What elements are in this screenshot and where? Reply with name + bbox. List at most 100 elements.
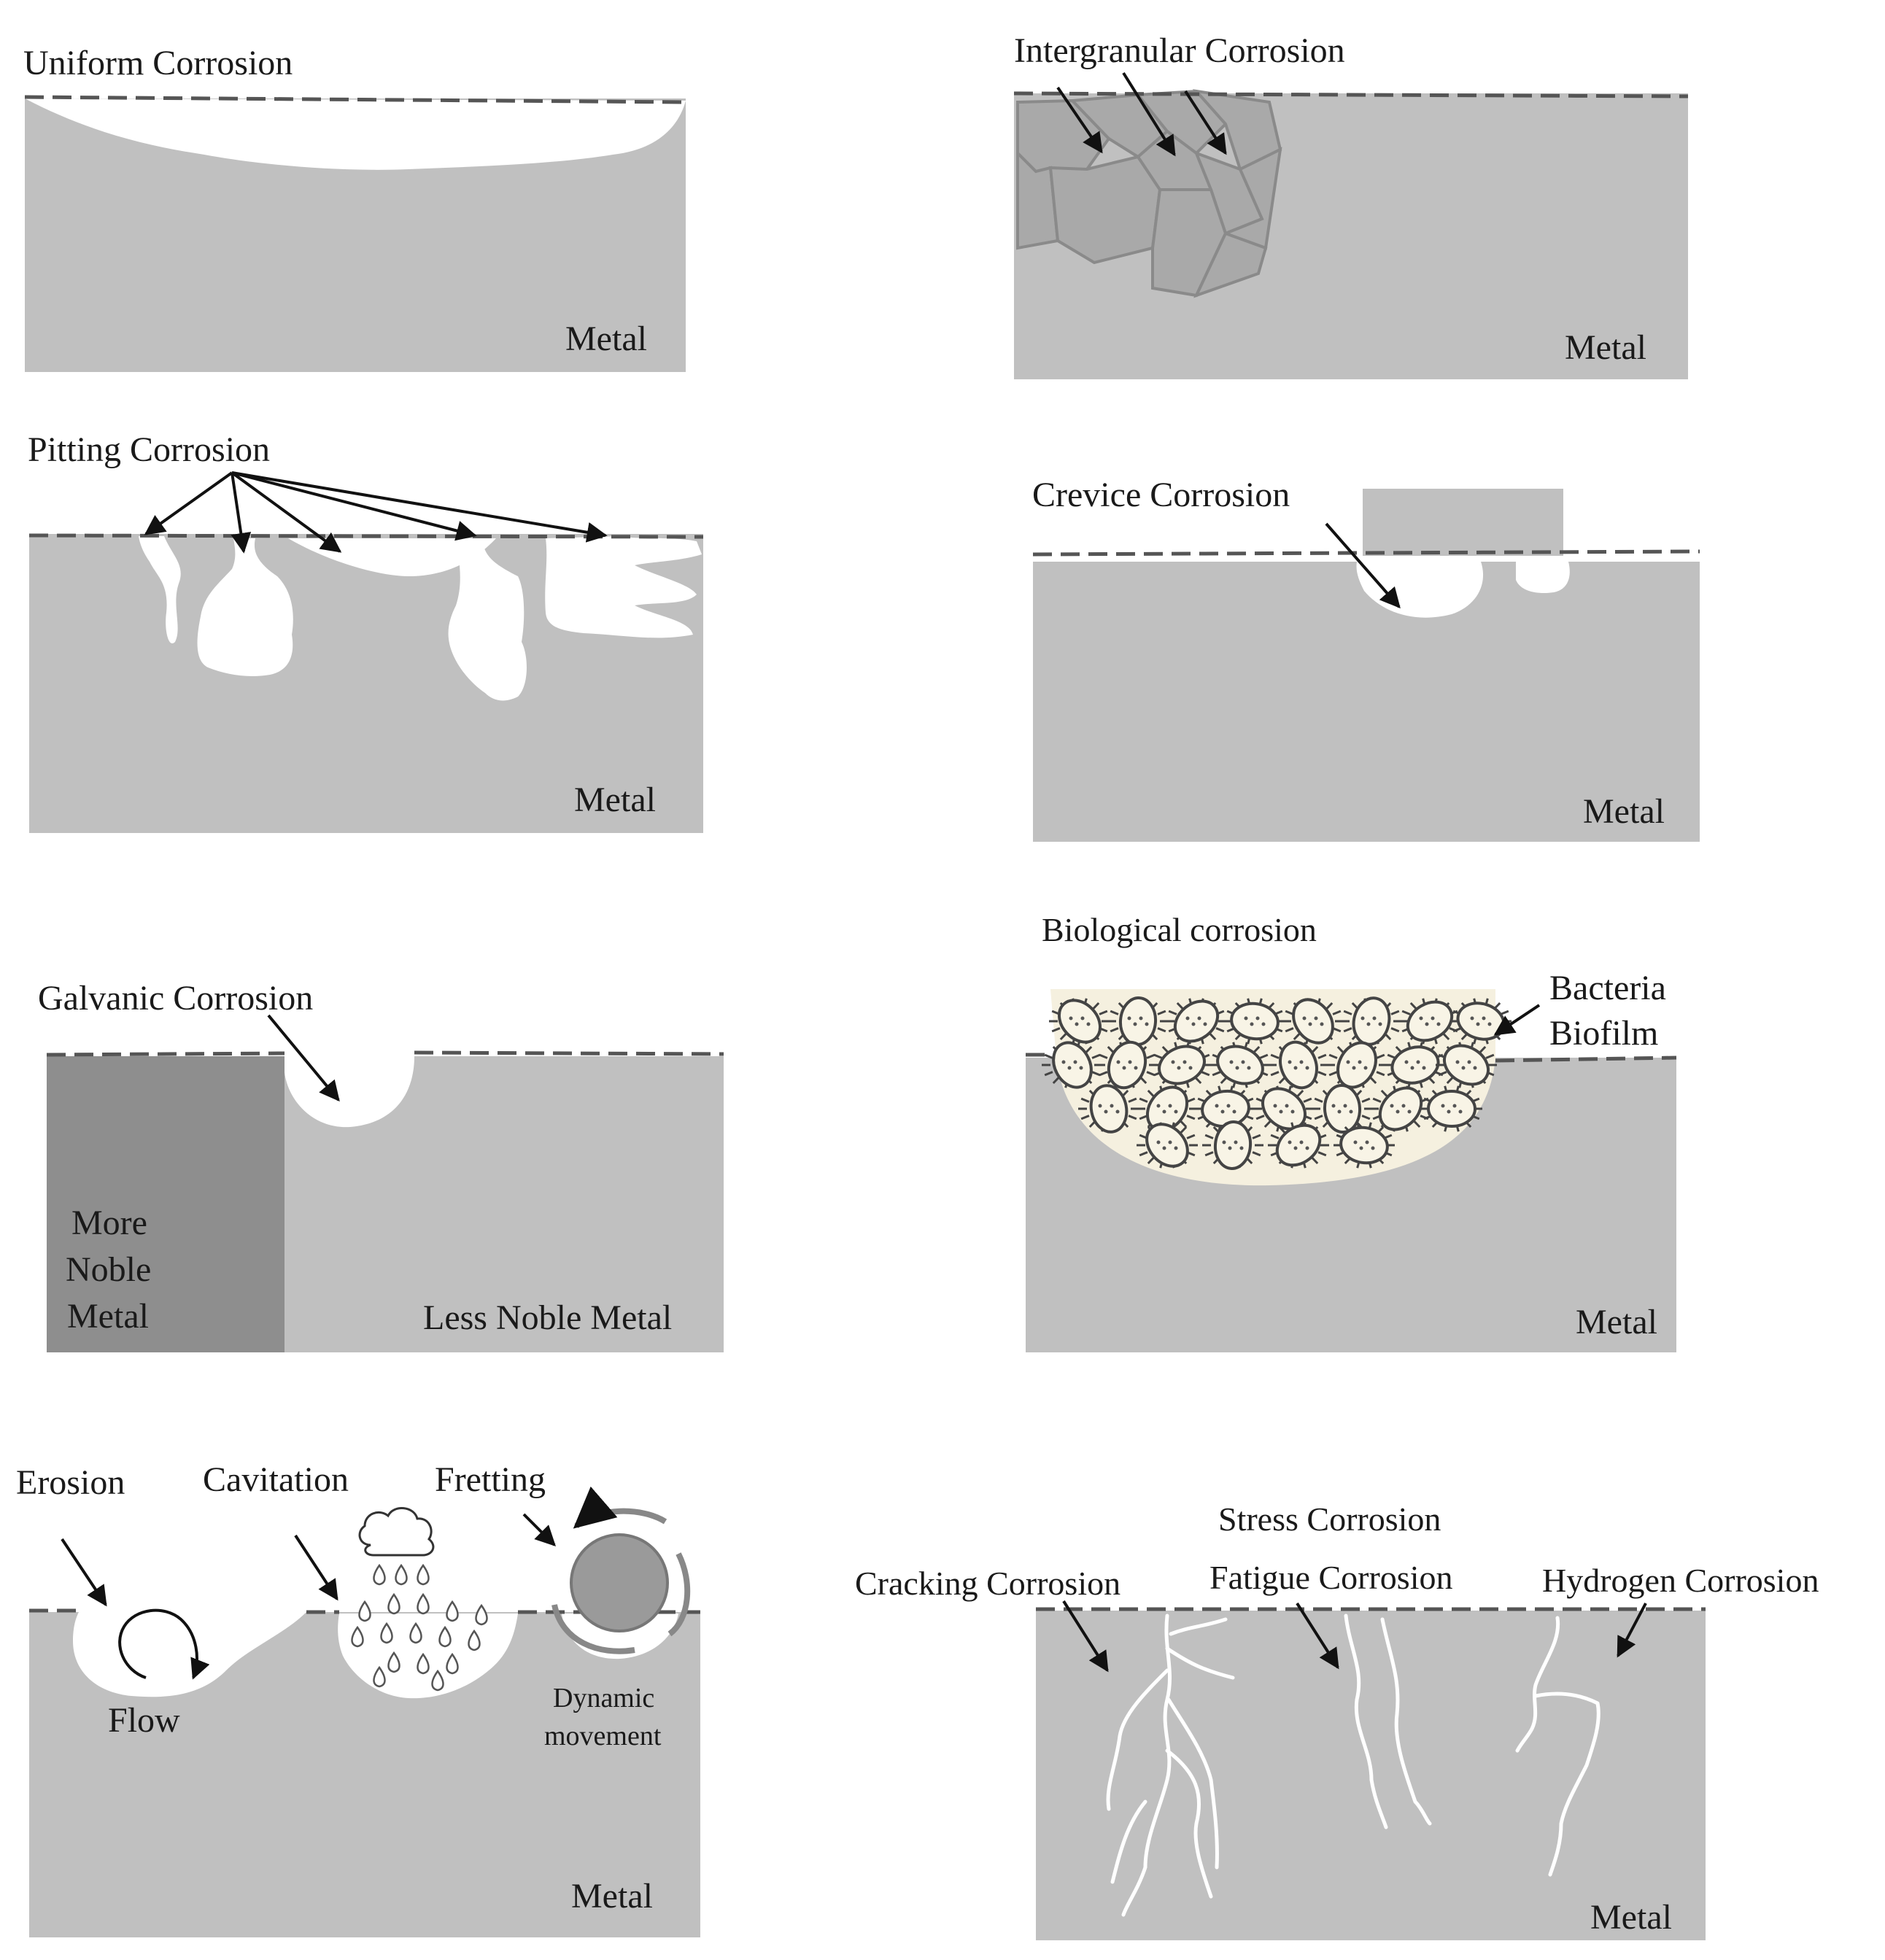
flow-arrow-icon	[118, 1608, 210, 1680]
galvanic-title: Galvanic Corrosion	[38, 979, 313, 1018]
bacterium-14	[1385, 1042, 1446, 1088]
uniform-corroded-layer	[25, 98, 686, 170]
bacterium-23	[1137, 1122, 1198, 1169]
bacterium-10	[1151, 1042, 1212, 1088]
hydrogen-arrow	[1617, 1603, 1647, 1658]
drop-icon-5	[417, 1592, 430, 1615]
fretting-ball	[570, 1533, 669, 1632]
rotation-arrow-top-icon	[573, 1486, 667, 1529]
intergranular-title: Intergranular Corrosion	[1014, 31, 1345, 70]
more-noble-metal-block	[47, 1056, 285, 1352]
drop-icon-17	[431, 1669, 444, 1692]
drop-icon-10	[409, 1622, 422, 1644]
more-noble-line-2: Noble	[66, 1250, 151, 1289]
stress-cracks	[1106, 1614, 1235, 1917]
rotation-arrow-right-icon	[667, 1552, 691, 1637]
pitting-panel: Pitting Corrosion Metal	[28, 430, 704, 833]
biological-metal-label: Metal	[1576, 1303, 1657, 1341]
drop-icon-9	[380, 1622, 393, 1644]
biological-surface-right	[1495, 1055, 1677, 1063]
bacterium-15	[1436, 1042, 1497, 1088]
cracking-arrow	[1062, 1600, 1109, 1673]
bacterium-22	[1421, 1085, 1482, 1132]
crevice-title: Crevice Corrosion	[1032, 476, 1290, 514]
bacterium-24	[1202, 1120, 1263, 1170]
grain-cluster	[1016, 89, 1282, 298]
galvanic-arrow	[267, 1014, 340, 1102]
cloud-icon	[358, 1507, 435, 1557]
intergranular-arrow-2	[1122, 71, 1176, 157]
crevice-panel: Crevice Corrosion Metal	[1032, 476, 1700, 842]
flow-label: Flow	[108, 1701, 180, 1740]
bacterium-18	[1195, 1085, 1256, 1132]
drop-icon-7	[475, 1603, 488, 1626]
bacterium-0	[1049, 998, 1110, 1045]
galvanic-noble-surface	[46, 1051, 285, 1057]
drop-icon-13	[387, 1651, 400, 1673]
pitting-arrow-1	[144, 471, 233, 535]
bacteria-cluster	[1042, 996, 1512, 1170]
crevice-metal-block	[1033, 562, 1700, 842]
galvanic-less-noble-surface	[414, 1050, 724, 1056]
cracking-corrosion-label: Cracking Corrosion	[855, 1565, 1120, 1602]
erosion-cavity	[73, 1612, 306, 1697]
mechanical-panel: Erosion Cavitation Fretting Flow Dynamic…	[16, 1460, 700, 1937]
biofilm-label: Biofilm	[1549, 1014, 1658, 1053]
movement-label: movement	[544, 1721, 662, 1751]
cavitation-arrow	[294, 1534, 338, 1601]
bacterium-9	[1096, 1040, 1158, 1090]
drop-icon-1	[395, 1563, 408, 1586]
uniform-metal-label: Metal	[565, 319, 647, 358]
drop-icon-4	[387, 1592, 400, 1615]
drop-icon-16	[373, 1665, 386, 1688]
crevice-metal-label: Metal	[1583, 792, 1665, 831]
fatigue-corrosion-label: Fatigue Corrosion	[1209, 1559, 1452, 1596]
erosion-arrow	[61, 1538, 107, 1607]
crevice-original-surface	[1032, 549, 1700, 557]
mechanical-metal-label: Metal	[571, 1877, 653, 1916]
pitting-pits	[139, 536, 702, 701]
drop-icon-8	[351, 1625, 364, 1648]
bacterium-3	[1224, 998, 1285, 1045]
intergranular-metal-label: Metal	[1565, 328, 1646, 367]
crevice-small-cavity	[1516, 562, 1570, 594]
less-noble-label: Less Noble Metal	[423, 1298, 672, 1337]
crevice-overlay-block	[1363, 489, 1563, 556]
intergranular-original-surface	[1013, 91, 1689, 98]
hydrogen-corrosion-label: Hydrogen Corrosion	[1542, 1562, 1819, 1599]
galvanic-panel: Galvanic Corrosion More Noble Metal Less…	[38, 979, 724, 1352]
drop-icon-14	[417, 1652, 430, 1675]
bacteria-label: Bacteria	[1549, 969, 1666, 1007]
drop-icon-0	[373, 1563, 386, 1586]
hydrogen-cracks	[1515, 1616, 1600, 1877]
bacterium-25	[1268, 1122, 1329, 1169]
pitting-arrow-4	[231, 471, 477, 541]
bacterium-13	[1326, 1041, 1387, 1089]
more-noble-line-3: Metal	[67, 1297, 149, 1336]
dynamic-label: Dynamic	[553, 1683, 654, 1713]
cavitation-bubbles	[351, 1563, 488, 1692]
drop-icon-15	[446, 1652, 459, 1675]
biofilm-arrow	[1493, 1004, 1541, 1036]
fatigue-cracks	[1344, 1614, 1432, 1829]
uniform-panel: Uniform Corrosion Metal	[23, 44, 686, 372]
biological-panel: Biological corrosion Bacteria Biofilm Me…	[1026, 911, 1677, 1352]
intergranular-panel: Intergranular Corrosion Metal	[1013, 31, 1689, 379]
fatigue-arrow	[1296, 1602, 1339, 1670]
more-noble-line-1: More	[71, 1204, 147, 1242]
stress-corrosion-label: Stress Corrosion	[1218, 1500, 1441, 1538]
cracking-panel: Stress Corrosion Cracking Corrosion Fati…	[855, 1500, 1819, 1940]
bacterium-4	[1282, 998, 1344, 1045]
pitting-title: Pitting Corrosion	[28, 430, 270, 469]
pitting-arrow-5	[231, 471, 608, 543]
pitting-metal-label: Metal	[574, 780, 656, 819]
intergranular-arrow-1	[1056, 86, 1103, 154]
drop-icon-6	[446, 1600, 459, 1622]
bacterium-8	[1042, 1041, 1103, 1089]
bacterium-2	[1166, 998, 1227, 1045]
fretting-arrow	[522, 1513, 556, 1546]
pitting-arrow-2	[231, 472, 252, 554]
drop-icon-3	[358, 1600, 371, 1622]
biological-title: Biological corrosion	[1042, 911, 1317, 948]
cavitation-label: Cavitation	[203, 1460, 349, 1499]
